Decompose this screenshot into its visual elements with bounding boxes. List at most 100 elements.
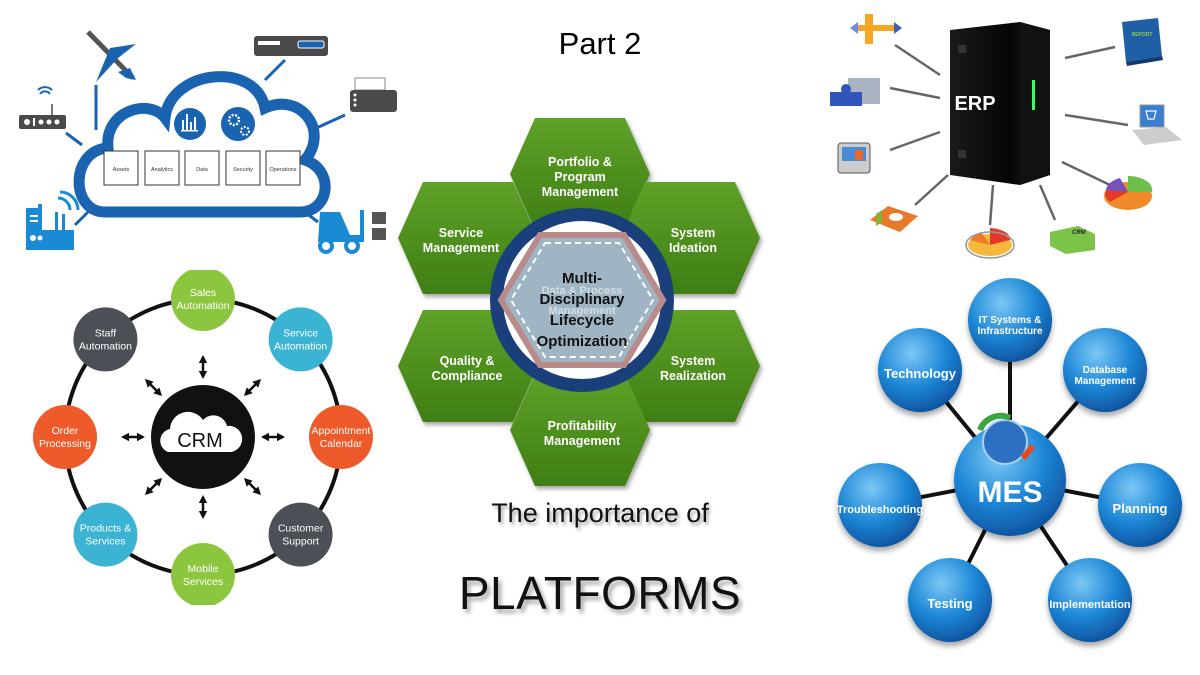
hex-label: Program: [554, 170, 605, 184]
crm-node-label: Appointment: [312, 425, 371, 437]
erp-label: ERP: [954, 93, 995, 115]
crm-node-circle: [268, 502, 333, 567]
hex-label: Quality &: [440, 354, 495, 368]
crm-node-label: Automation: [176, 300, 229, 312]
part-label: Part 2: [558, 26, 642, 61]
hex-portfolio: [510, 118, 650, 230]
cloud-shape: [73, 71, 331, 218]
crm-node-label: Mobile: [188, 563, 219, 575]
printer-icon: [350, 77, 397, 112]
mes-node: IT Systems &Infrastructure: [968, 278, 1052, 362]
mes-node-label: Planning: [1113, 501, 1168, 516]
monitor-icon: [837, 142, 871, 174]
double-arrow-icon: [145, 379, 162, 396]
globe-icon: [982, 419, 1028, 465]
crm-node-label: Services: [85, 536, 125, 548]
crm-node-label: Services: [183, 576, 223, 588]
crm-node-circle: [268, 307, 333, 372]
center-faint-text: Data & Process: [542, 285, 623, 297]
hex-label: System: [671, 226, 715, 240]
crm-block-label: CRM: [1072, 230, 1087, 236]
mes-node: Testing: [908, 558, 992, 642]
lifecycle-hex-diagram: Portfolio & Program Management System Id…: [398, 118, 760, 486]
double-arrow-icon: [244, 478, 261, 495]
mes-node-label: Testing: [927, 596, 972, 611]
crm-arrows: [121, 355, 285, 519]
hex-label: Portfolio &: [548, 155, 612, 169]
crm-node-label: Processing: [39, 438, 91, 450]
module-security: Security: [233, 167, 253, 173]
crm-node-circle: [309, 405, 373, 469]
mes-node-label: Infrastructure: [977, 326, 1042, 337]
double-arrow-icon: [145, 478, 162, 495]
mes-node-label: Troubleshooting: [837, 504, 923, 516]
crm-node-label: Support: [282, 536, 319, 548]
mes-node-circle: [878, 328, 962, 412]
crm-node-label: Sales: [190, 287, 216, 299]
hex-label: Profitability: [548, 419, 617, 433]
double-arrow-icon: [244, 379, 261, 396]
mes-node-circle: [968, 278, 1052, 362]
factory-icon: [26, 190, 80, 250]
cycle-chart-icon: [965, 228, 1015, 259]
airplane-icon: [86, 30, 136, 82]
crm-node-label: Automation: [274, 340, 327, 352]
tools-icon: [850, 14, 902, 44]
mes-node-circle: [838, 463, 922, 547]
crm-node-circle: [73, 307, 138, 372]
crm-node-label: Staff: [95, 327, 116, 339]
mes-node-label: Management: [1074, 376, 1136, 387]
mes-node-label: Technology: [884, 366, 957, 381]
crm-node-label: Automation: [79, 340, 132, 352]
crm-diagram: CRM SalesAutomationServiceAutomationAppo…: [33, 270, 373, 605]
pie-chart-icon: [1104, 175, 1153, 210]
mes-center: MES: [954, 412, 1066, 536]
hex-label: Management: [544, 434, 621, 448]
mes-node-circle: [1063, 328, 1147, 412]
donut-block-icon: [870, 206, 918, 232]
module-assets: Assets: [113, 167, 130, 173]
mes-node: Planning: [1098, 463, 1182, 547]
erp-server: ERP: [950, 22, 1050, 185]
mes-node-circle: [1098, 463, 1182, 547]
puzzle-icon: [830, 78, 880, 106]
hex-label: Service: [439, 226, 484, 240]
crm-node-label: Customer: [278, 523, 324, 535]
center-text: Disciplinary: [539, 291, 625, 308]
double-arrow-icon: [198, 355, 208, 379]
erp-connectors: [889, 43, 1129, 226]
module-operations: Operations: [270, 167, 297, 173]
hex-label: Management: [423, 241, 500, 255]
double-arrow-icon: [261, 432, 285, 442]
crm-node: Products &Services: [73, 502, 138, 567]
mes-diagram: IT Systems &InfrastructureDatabaseManage…: [837, 278, 1182, 642]
laptop-cart-icon: [1132, 104, 1182, 145]
report-book-icon: REPORT: [1122, 18, 1163, 66]
mes-node: Troubleshooting: [837, 463, 923, 547]
hex-label: Compliance: [432, 369, 503, 383]
hex-label: Ideation: [669, 241, 717, 255]
hex-label: Management: [542, 185, 619, 199]
module-analytics: Analytics: [151, 167, 173, 173]
lifecycle-center: Data & Process Management Multi- Discipl…: [490, 208, 674, 392]
center-text: Lifecycle: [550, 312, 614, 329]
crm-center-label: CRM: [177, 430, 223, 452]
mes-node-label: Database: [1083, 365, 1128, 376]
iot-modules: Assets Analytics Data Security Operation…: [103, 150, 301, 186]
mes-node: Implementation: [1048, 558, 1132, 642]
hex-profitability: [510, 374, 650, 486]
crm-block-icon: CRM: [1050, 226, 1095, 254]
hex-label: System: [671, 354, 715, 368]
module-data: Data: [196, 167, 209, 173]
mes-node-label: IT Systems &: [979, 315, 1042, 326]
mes-node: Technology: [878, 328, 962, 412]
main-title: PLATFORMS: [458, 567, 742, 619]
mes-node-label: Implementation: [1049, 599, 1131, 611]
iot-cloud-diagram: Assets Analytics Data Security Operation…: [19, 30, 397, 254]
